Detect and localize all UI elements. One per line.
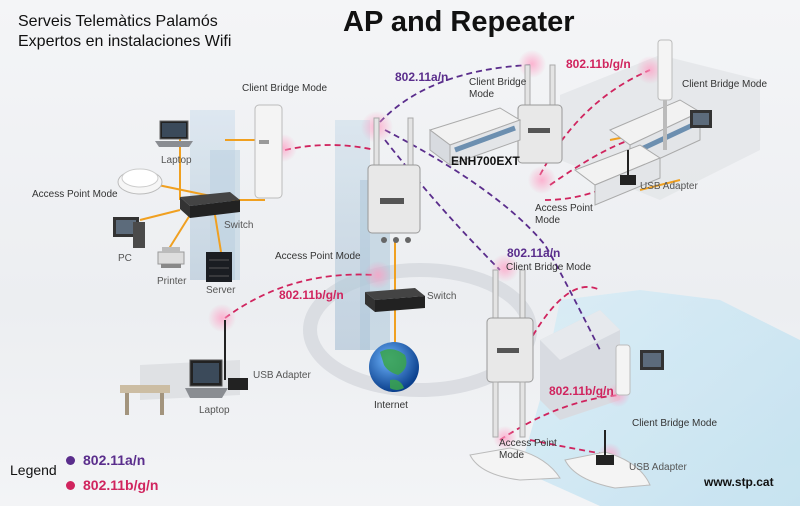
access-point-mode-label-bottom: Access Point Mode [499, 438, 557, 461]
freq-bg-label-bottom: 802.11b/g/n [549, 384, 614, 398]
legend-dot-a-icon [66, 455, 75, 465]
access-point-mode-label-center: Access Point Mode [275, 251, 361, 262]
freq-a-label-middle: 802.11a/n [507, 246, 561, 260]
internet-globe-icon [369, 342, 419, 392]
legend-item-bg: 802.11b/g/n [66, 477, 158, 493]
server-icon [206, 252, 232, 282]
usb-adapter-label-bottom: USB Adapter [629, 462, 687, 473]
legend-dot-bg-icon [66, 480, 75, 490]
page-title: AP and Repeater [343, 6, 575, 38]
laptop-label: Laptop [161, 155, 192, 166]
usb-adapter-label-left: USB Adapter [253, 370, 311, 381]
pole-client-bridge-icon [657, 39, 673, 150]
boat-icon [469, 447, 651, 489]
outdoor-ap-bottom-icon [486, 269, 534, 438]
outdoor-ap-top-icon [517, 64, 563, 164]
printer-icon [157, 247, 185, 268]
client-bridge-label-bottom: Client Bridge Mode [632, 418, 718, 429]
client-bridge-label-left: Client Bridge Mode [242, 83, 328, 94]
internet-label: Internet [374, 400, 408, 411]
server-label: Server [206, 285, 236, 296]
legend-label-bg: 802.11b/g/n [83, 477, 159, 493]
pc-label: PC [118, 253, 132, 264]
usb-adapter-top-icon [620, 150, 636, 185]
client-bridge-label-middle: Client Bridge Mode [506, 262, 592, 273]
outdoor-ap-center-icon [367, 117, 421, 243]
company-name: Serveis Telemàtics Palamós [18, 13, 218, 30]
bus-icon [428, 107, 522, 166]
access-point-mode-label-left: Access Point Mode [32, 189, 118, 200]
freq-bg-label-top-right: 802.11b/g/n [566, 57, 631, 71]
center-switch-icon [365, 288, 425, 312]
access-point-disc-icon [117, 168, 163, 195]
client-bridge-label-top: Client Bridge Mode [469, 77, 527, 100]
freq-bg-label-center: 802.11b/g/n [279, 288, 344, 302]
legend-title: Legend [10, 462, 57, 478]
laptop-icon [155, 120, 193, 147]
printer-label: Printer [157, 276, 187, 287]
client-bridge-label-top-right: Client Bridge Mode [682, 79, 768, 90]
switch-label-center: Switch [427, 291, 457, 302]
access-point-mode-label-top: Access Point Mode [535, 203, 593, 226]
legend-item-a: 802.11a/n [66, 452, 145, 468]
pc-top-right-icon [690, 110, 712, 128]
switch-label-left: Switch [224, 220, 254, 231]
legend-label-a: 802.11a/n [83, 452, 146, 468]
freq-a-label-top: 802.11a/n [395, 70, 449, 84]
client-bridge-bottom-icon [615, 344, 664, 396]
usb-adapter-bottom-icon [596, 430, 614, 465]
usb-adapter-label-top: USB Adapter [640, 181, 698, 192]
website-link[interactable]: www.stp.cat [704, 475, 774, 489]
client-bridge-device-icon [254, 104, 283, 199]
company-tagline: Expertos en instalaciones Wifi [18, 33, 232, 50]
switch-icon [180, 192, 240, 218]
device-model-label: ENH700EXT [451, 154, 520, 168]
laptop-bottom-label: Laptop [199, 405, 230, 416]
wireless-links-a [379, 64, 601, 351]
laptop-bottom-icon [185, 320, 248, 398]
pc-icon [113, 217, 145, 248]
